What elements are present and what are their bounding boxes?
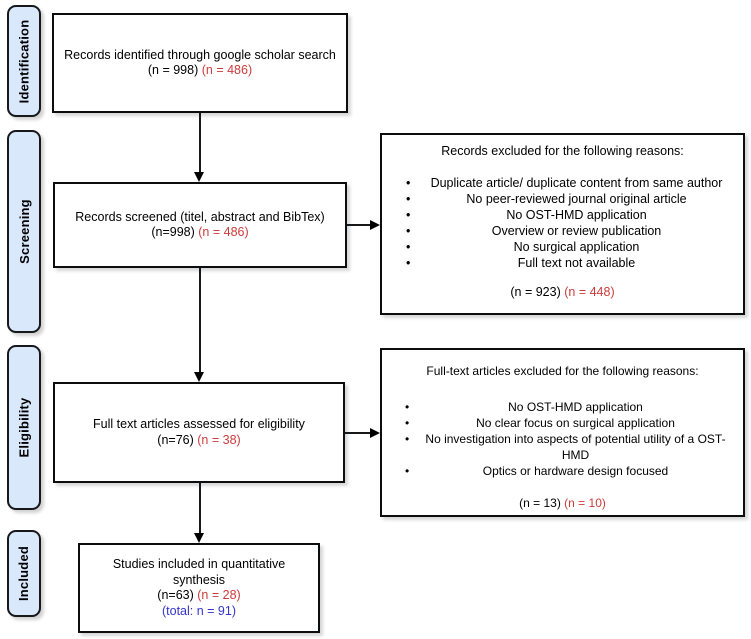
count-red: (n = 28) <box>197 588 241 602</box>
bullet-icon: • <box>406 224 411 238</box>
count-black: (n=76) <box>157 432 194 447</box>
list-item: • Overview or review publication <box>382 223 743 239</box>
box-counts: (n=76) (n = 38) <box>157 433 240 449</box>
box-title: Records identified through google schola… <box>64 47 336 62</box>
bullet-icon: • <box>405 400 410 414</box>
stage-label-eligibility: Eligibility <box>7 345 41 510</box>
list-item: • No investigation into aspects of potent… <box>382 431 743 463</box>
list-item: • No OST-HMD application <box>382 207 743 223</box>
exclusions-bullet-list: • No OST-HMD application • No clear focus … <box>382 399 743 479</box>
list-item: • Full text not available <box>382 255 743 271</box>
box-counts: (n=998) (n = 486) <box>151 225 248 241</box>
arrowhead-right-icon <box>370 428 380 438</box>
count-black: (n = 923) <box>510 285 561 299</box>
exclusions-counts: (n = 13) (n = 10) <box>382 495 743 511</box>
stage-label-text: Screening <box>16 199 32 264</box>
bullet-text: No surgical application <box>513 240 640 254</box>
count-red: (n = 10) <box>564 496 606 510</box>
stage-label-identification: Identification <box>7 5 41 117</box>
bullet-icon: • <box>405 416 410 430</box>
list-item: • No OST-HMD application <box>382 399 743 415</box>
count-red: (n = 448) <box>564 285 615 299</box>
arrow-eligibility-to-included <box>199 483 201 535</box>
stage-label-text: Identification <box>16 19 32 103</box>
bullet-text: Full text not available <box>517 256 636 270</box>
bullet-text: No investigation into aspects of potenti… <box>425 432 726 462</box>
eligibility-assessment-box: Full text articles assessed for eligibil… <box>53 382 345 483</box>
arrowhead-down-icon <box>194 172 204 182</box>
bullet-icon: • <box>406 192 411 206</box>
count-black: (n=63) <box>157 588 194 602</box>
list-item: • No peer-reviewed journal original artic… <box>382 191 743 207</box>
list-item: • Optics or hardware design focused <box>382 463 743 479</box>
list-item: • No clear focus on surgical application <box>382 415 743 431</box>
count-black: (n=998) <box>151 225 195 239</box>
list-item: • Duplicate article/ duplicate content fr… <box>382 175 743 191</box>
arrowhead-right-icon <box>370 220 380 230</box>
box-title: Records screened (titel, abstract and Bi… <box>75 209 325 224</box>
bullet-icon: • <box>406 256 411 270</box>
exclusions-title: Full-text articles excluded for the foll… <box>426 364 699 378</box>
bullet-text: No OST-HMD application <box>506 208 647 222</box>
box-title: Studies included in quantitative synthes… <box>112 557 286 587</box>
arrow-eligibility-to-exclusions <box>345 432 371 434</box>
eligibility-exclusions-box: Full-text articles excluded for the foll… <box>380 348 745 517</box>
arrow-screening-to-eligibility <box>199 268 201 374</box>
stage-label-included: Included <box>7 530 41 617</box>
stage-label-text: Included <box>16 545 32 602</box>
bullet-text: Optics or hardware design focused <box>482 464 669 478</box>
stage-label-text: Eligibility <box>16 397 32 458</box>
box-counts: (n = 998) (n = 486) <box>148 63 252 79</box>
bullet-text: No clear focus on surgical application <box>476 416 675 430</box>
exclusions-counts: (n = 923) (n = 448) <box>382 284 743 300</box>
exclusions-bullet-list: • Duplicate article/ duplicate content fr… <box>382 175 743 271</box>
count-blue-total: (total: n = 91) <box>162 603 236 618</box>
bullet-icon: • <box>405 464 410 478</box>
bullet-text: Duplicate article/ duplicate content fro… <box>430 176 723 190</box>
bullet-icon: • <box>405 432 410 446</box>
count-red: (n = 38) <box>197 432 241 447</box>
arrow-screening-to-exclusions <box>347 224 371 226</box>
bullet-text: Overview or review publication <box>491 224 662 238</box>
bullet-text: No peer-reviewed journal original articl… <box>466 192 687 206</box>
box-title: Full text articles assessed for eligibil… <box>93 417 305 431</box>
count-black: (n = 998) <box>147 63 199 77</box>
arrow-identification-to-screening <box>199 113 201 174</box>
screening-exclusions-box: Records excluded for the following reaso… <box>380 133 745 315</box>
exclusions-title: Records excluded for the following reaso… <box>441 144 684 158</box>
list-item: • No surgical application <box>382 239 743 255</box>
box-counts: (n=63) (n = 28) <box>157 588 240 604</box>
screening-records-box: Records screened (titel, abstract and Bi… <box>53 182 347 268</box>
arrowhead-down-icon <box>194 372 204 382</box>
identification-records-box: Records identified through google schola… <box>52 13 348 113</box>
count-red: (n = 486) <box>198 225 249 239</box>
bullet-icon: • <box>406 240 411 254</box>
bullet-icon: • <box>406 176 411 190</box>
count-red: (n = 486) <box>201 63 253 77</box>
count-black: (n = 13) <box>519 496 561 510</box>
included-studies-box: Studies included in quantitative synthes… <box>78 543 320 633</box>
stage-label-screening: Screening <box>7 130 41 333</box>
bullet-text: No OST-HMD application <box>508 400 643 414</box>
bullet-icon: • <box>406 208 411 222</box>
arrowhead-down-icon <box>194 533 204 543</box>
